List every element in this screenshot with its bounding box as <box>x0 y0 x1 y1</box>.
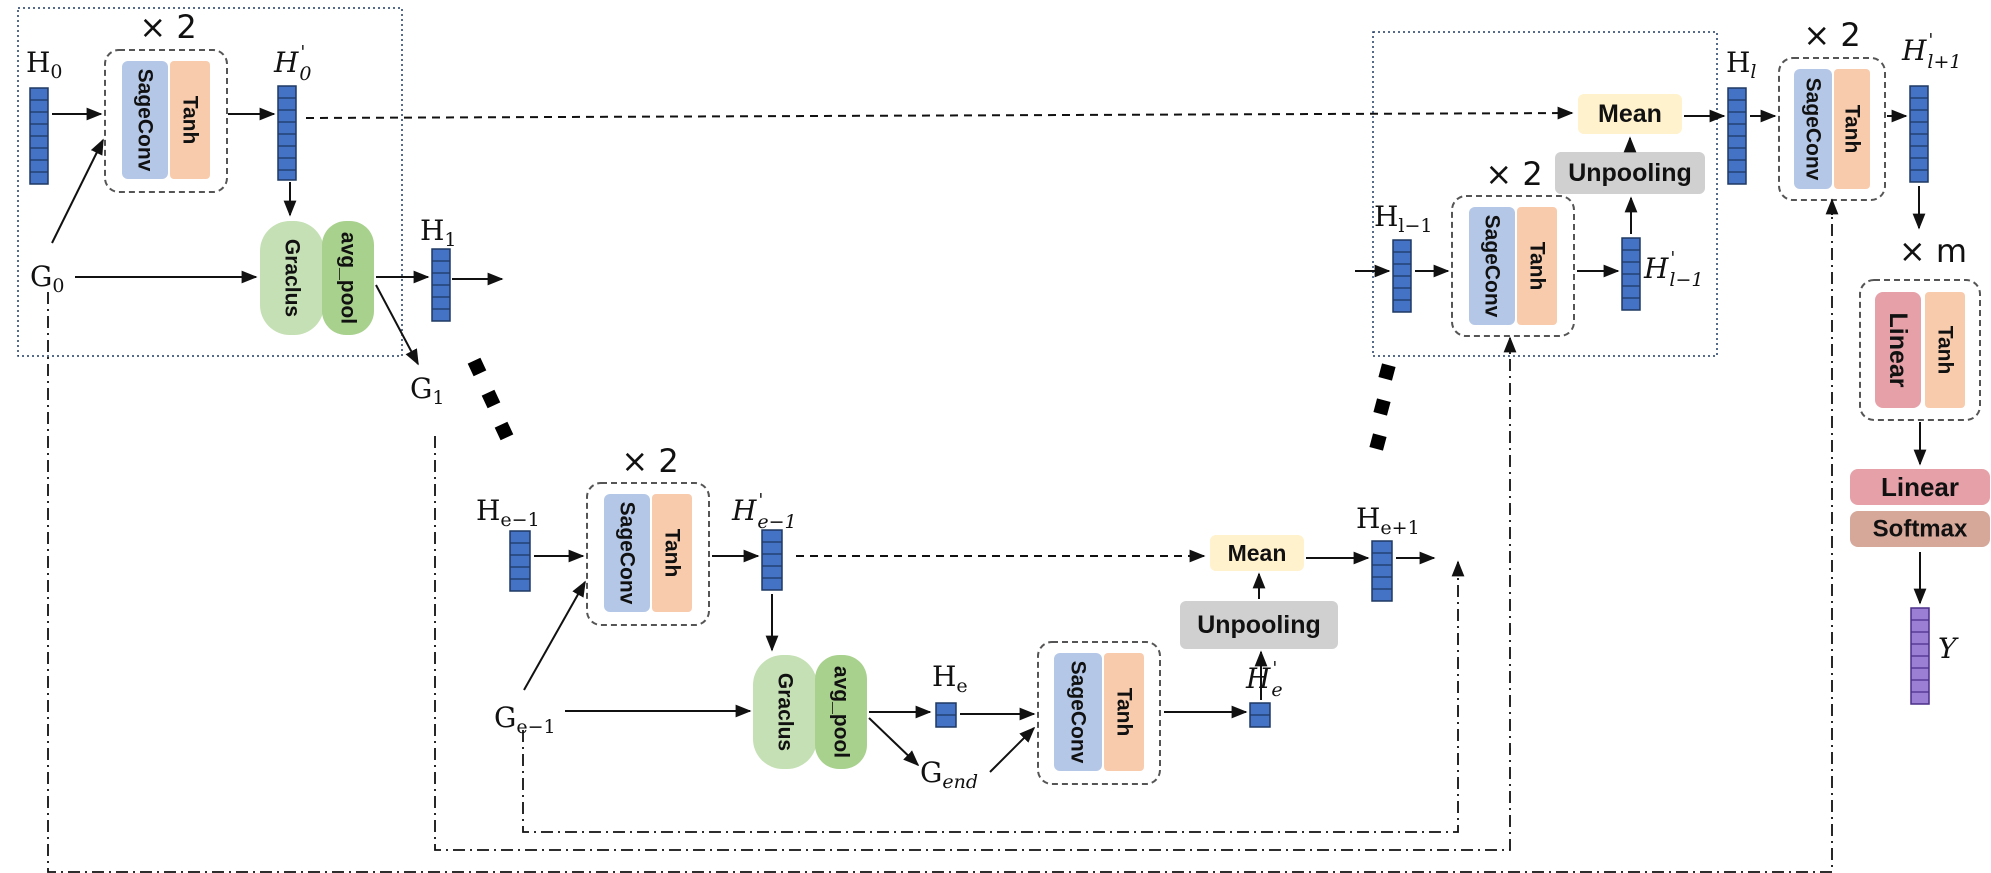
linear-block-inner: Linear <box>1875 292 1921 408</box>
svg-text:Tanh: Tanh <box>661 529 684 578</box>
multiplier-linear-block: × m <box>1899 232 1967 270</box>
label-hl-minus-1: Hl−1 <box>1374 200 1433 237</box>
sageconv-module-frame-2 <box>586 482 710 626</box>
label-h1: H1 <box>420 214 457 251</box>
label-ge-minus-1: Ge−1 <box>494 701 556 738</box>
svg-text:Graclus: Graclus <box>774 673 797 751</box>
label-g1: G1 <box>410 372 444 409</box>
svg-text:avg_pool: avg_pool <box>830 666 853 758</box>
feature-vector-he-minus-1 <box>509 530 531 592</box>
svg-text:SageConv: SageConv <box>1802 78 1825 181</box>
graclus-block-1: Graclus <box>260 221 324 335</box>
decoder-stage-frame <box>1372 31 1718 357</box>
label-g-end: Gend <box>920 756 978 793</box>
label-y: Y <box>1938 632 1959 665</box>
label-h0: H0 <box>26 46 63 83</box>
sageconv-module-frame-3 <box>1037 641 1161 785</box>
svg-text:Unpooling: Unpooling <box>1568 159 1692 187</box>
svg-text:SageConv: SageConv <box>1481 215 1504 318</box>
svg-text:Mean: Mean <box>1228 540 1287 566</box>
linear-module-frame <box>1859 279 1981 421</box>
svg-text:Softmax: Softmax <box>1873 516 1968 543</box>
label-he-minus-1: He−1 <box>476 494 540 531</box>
graclus-block-2: Graclus <box>753 655 817 769</box>
svg-text:Tanh: Tanh <box>1841 105 1864 154</box>
tanh-block-2: Tanh <box>652 494 692 612</box>
mean-block-bottom: Mean <box>1210 535 1304 571</box>
svg-text:SageConv: SageConv <box>616 502 639 605</box>
label-he-plus-1: He+1 <box>1356 502 1420 539</box>
graph-connections <box>47 205 1833 873</box>
svg-text:Linear: Linear <box>1881 472 1959 502</box>
graph-connection-arrowheads <box>1451 198 1839 577</box>
svg-text:Linear: Linear <box>1884 312 1912 387</box>
mean-block-top: Mean <box>1578 94 1682 134</box>
svg-text:avg_pool: avg_pool <box>337 232 360 324</box>
skip-connections <box>305 106 1574 563</box>
feature-vector-h0 <box>29 87 49 185</box>
sageconv-module-frame-1 <box>104 49 228 193</box>
feature-vector-hl-plus-1-prime <box>1909 85 1929 183</box>
feature-vector-hl <box>1727 87 1747 185</box>
sageconv-block-2: SageConv <box>604 494 650 612</box>
sageconv-block-3: SageConv <box>1054 653 1102 771</box>
label-hl-minus-1-prime: H'l−1 <box>1643 248 1703 291</box>
tanh-block-4: Tanh <box>1517 207 1557 325</box>
label-hl: Hl <box>1726 46 1757 83</box>
unpooling-block-bottom: Unpooling <box>1180 601 1338 649</box>
feature-vector-hl-minus-1-prime <box>1621 237 1641 311</box>
multiplier-top-right: × 2 <box>1485 155 1542 193</box>
output-vector-y <box>1910 607 1930 705</box>
avg-pool-block-1: avg_pool <box>322 221 374 335</box>
label-he-prime: H'e <box>1245 658 1283 701</box>
svg-text:SageConv: SageConv <box>1067 661 1090 764</box>
multiplier-far-right: × 2 <box>1803 16 1860 54</box>
svg-text:SageConv: SageConv <box>134 69 157 172</box>
sageconv-block-1: SageConv <box>122 61 168 179</box>
label-he: He <box>932 660 968 697</box>
feature-vector-he-plus-1 <box>1371 540 1393 602</box>
feature-vector-he-minus-1-prime <box>761 529 783 591</box>
label-he-minus-1-prime: H'e−1 <box>731 490 797 533</box>
solid-arrows <box>51 107 1927 773</box>
feature-vector-he <box>935 702 957 728</box>
softmax-block: Softmax <box>1850 511 1990 547</box>
svg-text:Unpooling: Unpooling <box>1197 611 1321 639</box>
ellipsis-left <box>467 357 514 441</box>
label-g0: G0 <box>30 260 64 297</box>
svg-text:Tanh: Tanh <box>179 96 202 145</box>
svg-text:Graclus: Graclus <box>281 239 304 317</box>
ellipsis-right <box>1369 363 1396 451</box>
feature-vector-h0-prime <box>277 85 297 181</box>
tanh-block-5: Tanh <box>1834 69 1870 189</box>
label-h0-prime: H'0 <box>273 42 311 85</box>
svg-text:Tanh: Tanh <box>1526 242 1549 291</box>
multiplier-top-left: × 2 <box>139 8 196 46</box>
feature-vector-he-prime <box>1249 702 1271 728</box>
avg-pool-block-2: avg_pool <box>815 655 867 769</box>
sageconv-block-4: SageConv <box>1469 207 1515 325</box>
linear-block-output: Linear <box>1850 469 1990 505</box>
svg-text:Tanh: Tanh <box>1113 688 1136 737</box>
feature-vector-h1 <box>431 248 451 322</box>
sageconv-block-5: SageConv <box>1794 69 1832 189</box>
svg-text:Tanh: Tanh <box>1934 326 1957 375</box>
tanh-block-3: Tanh <box>1104 653 1144 771</box>
sageconv-module-frame-4 <box>1451 195 1575 337</box>
feature-vector-hl-minus-1 <box>1392 239 1412 313</box>
multiplier-bottom-left: × 2 <box>621 442 678 480</box>
unpooling-block-top: Unpooling <box>1555 152 1705 194</box>
encoder-stage-frame <box>17 7 403 357</box>
svg-text:Mean: Mean <box>1598 100 1662 128</box>
tanh-block-6: Tanh <box>1925 292 1965 408</box>
label-hl-plus-1-prime: H'l+1 <box>1901 30 1961 73</box>
tanh-block-1: Tanh <box>170 61 210 179</box>
